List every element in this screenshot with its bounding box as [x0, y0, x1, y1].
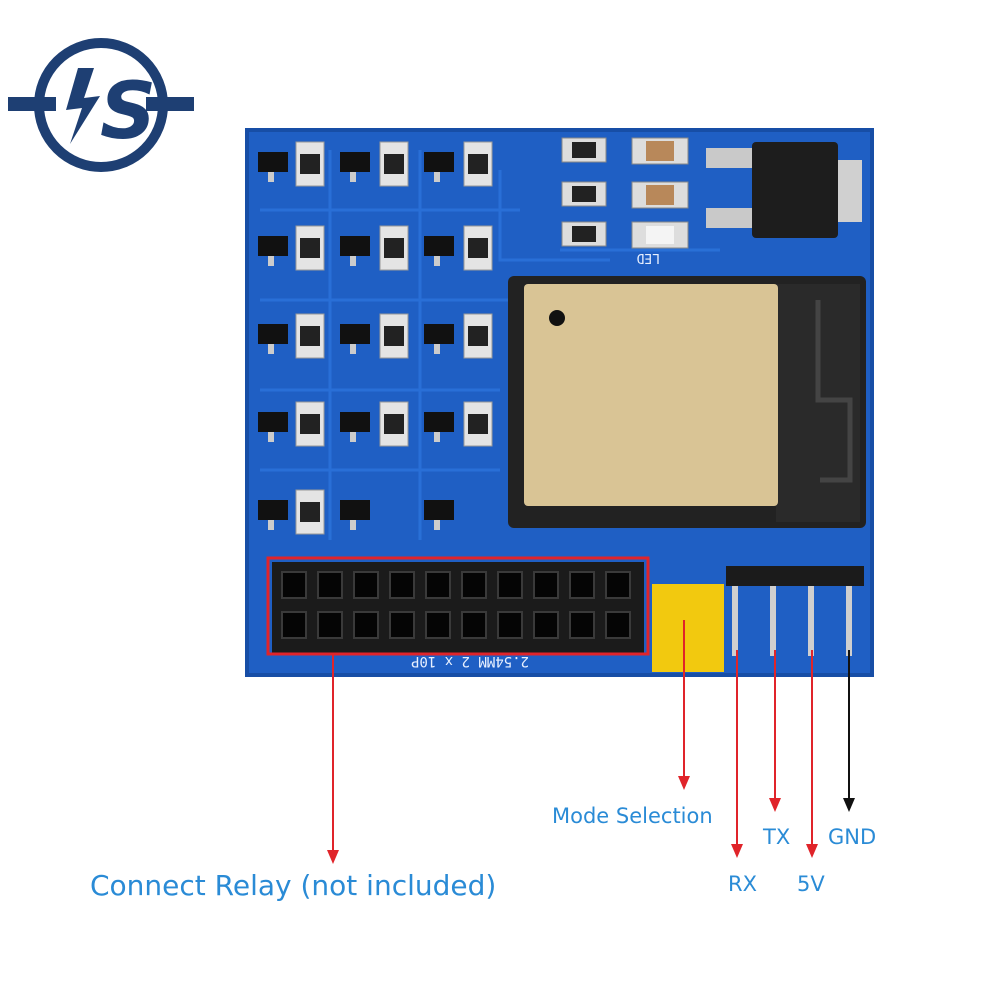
callout-gnd: GND: [828, 825, 877, 849]
header-socket: [281, 611, 307, 639]
header-socket: [425, 571, 451, 599]
module-shield: [524, 284, 778, 506]
smd-part: [295, 313, 325, 359]
smd-component-grid: [258, 141, 493, 535]
smd-part: [463, 141, 493, 187]
wifi-module: [508, 276, 866, 528]
header-socket: [461, 571, 487, 599]
relay-header-2x10: [272, 562, 644, 654]
smd-part: [424, 412, 454, 442]
silkscreen-led: LED: [636, 250, 660, 265]
header-socket: [389, 611, 415, 639]
header-socket: [389, 571, 415, 599]
mode-jumper: [652, 584, 724, 672]
header-socket: [605, 571, 631, 599]
callout-arrows: [327, 620, 855, 864]
smd-part: [295, 489, 325, 535]
smd-part: [379, 225, 409, 271]
brand-logo: S: [8, 38, 194, 172]
top-passives: [561, 137, 689, 249]
relay-header-highlight: [266, 556, 650, 656]
smd-part: [424, 152, 454, 182]
header-socket: [281, 571, 307, 599]
smd-part: [258, 324, 288, 354]
smd-part: [295, 141, 325, 187]
header-socket: [497, 571, 523, 599]
header-socket: [317, 611, 343, 639]
header-socket: [353, 571, 379, 599]
smd-part: [258, 236, 288, 266]
smd-part: [340, 236, 370, 266]
smd-part: [379, 141, 409, 187]
smd-part: [463, 401, 493, 447]
smd-part: [463, 313, 493, 359]
header-socket: [605, 611, 631, 639]
smd-part: [258, 412, 288, 442]
header-socket: [497, 611, 523, 639]
smd-part: [424, 236, 454, 266]
smd-part: [340, 412, 370, 442]
smd-part: [463, 225, 493, 271]
serial-pin-header: [726, 566, 864, 656]
header-socket: [569, 571, 595, 599]
smd-part: [295, 401, 325, 447]
header-socket: [425, 611, 451, 639]
smd-part: [340, 152, 370, 182]
callout-connect-relay: Connect Relay (not included): [90, 869, 497, 902]
smd-part: [340, 324, 370, 354]
smd-part: [379, 313, 409, 359]
voltage-regulator: [706, 142, 862, 238]
header-socket: [533, 571, 559, 599]
header-socket: [533, 611, 559, 639]
pcb-traces: [260, 150, 720, 540]
silkscreen-header-text: 2.54MM 2 x 10P: [411, 653, 529, 669]
smd-part: [295, 225, 325, 271]
smd-part: [379, 401, 409, 447]
smd-part: [258, 500, 288, 530]
logo-letter: S: [100, 67, 156, 157]
smd-part: [424, 500, 454, 530]
smd-part: [340, 500, 370, 530]
header-socket: [317, 571, 343, 599]
callout-tx: TX: [763, 825, 791, 849]
header-socket: [461, 611, 487, 639]
callout-mode-selection: Mode Selection: [552, 804, 713, 828]
smd-part: [424, 324, 454, 354]
callout-rx: RX: [728, 872, 757, 896]
callout-5v: 5V: [797, 872, 825, 896]
header-socket: [353, 611, 379, 639]
header-socket: [569, 611, 595, 639]
smd-part: [258, 152, 288, 182]
